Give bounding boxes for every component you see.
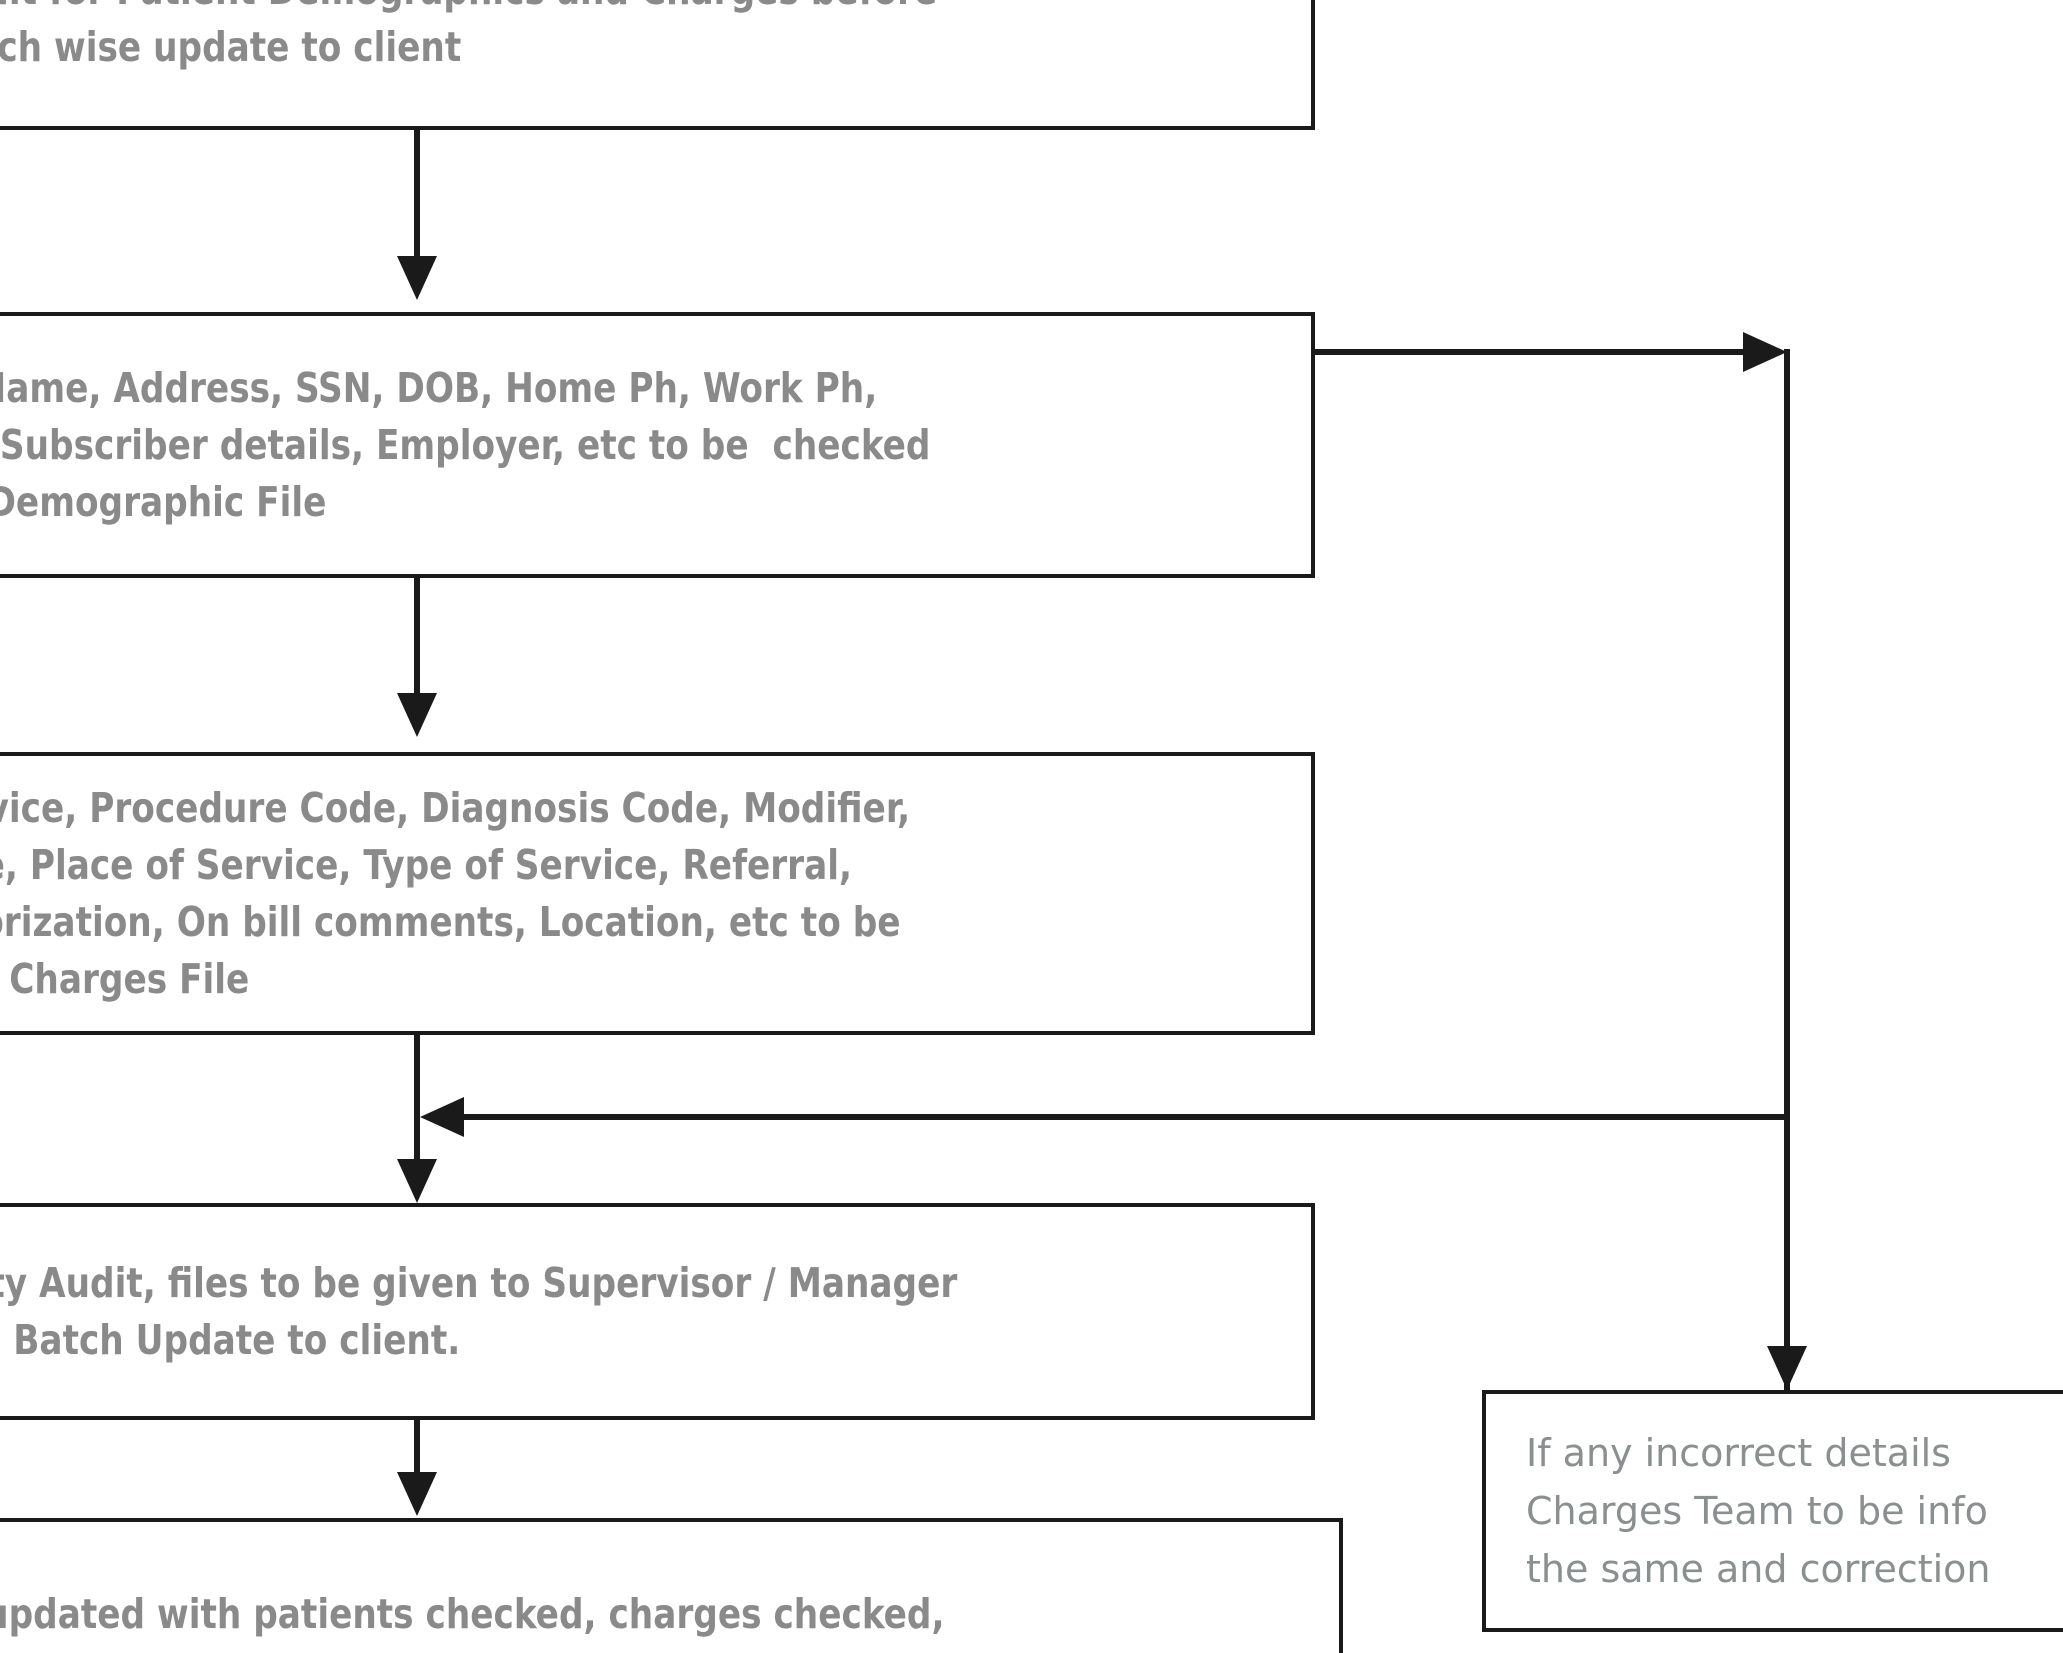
node-text-line: rection details, etc [0,1643,1213,1653]
node-text-line: e of Service, Procedure Code, Diagnosis … [0,783,911,832]
node-text-line: ality Audit for Patient Demographics and… [0,0,1187,19]
connector-incorrect-back-to-charges [462,1114,1790,1120]
flow-node-incorrect-details-notify[interactable]: If any incorrect details Charges Team to… [1482,1390,2063,1632]
connector-right-rail-down [1784,349,1790,1390]
node-text-line: If any incorrect details [1526,1431,1976,1475]
node-text-line: ding batch wise update to client [0,23,462,71]
node-text-line: ecked in Charges File [9,954,250,1003]
connector-demographic-to-right-rail [1315,349,1745,355]
arrowhead-down-charges-to-supervisor [397,1159,437,1203]
connector-demographic-to-charges [414,578,420,708]
node-text-line: g to be updated with patients checked, c… [0,1590,945,1638]
node-text-line: arantor, Subscriber details, Employer, e… [0,420,931,469]
arrowhead-left-back-to-charges [420,1097,464,1137]
arrowhead-right-demographic-to-rail [1743,332,1787,372]
node-text-line: or Authorization, On bill comments, Loca… [0,897,901,946]
connector-charges-to-supervisor [414,1035,420,1175]
connector-intro-to-demographic [414,130,420,270]
arrowhead-down-demographic-to-charges [397,693,437,737]
node-text-line: Charges Team to be info [1526,1489,1988,1533]
arrowhead-down-intro-to-demographic [397,256,437,300]
node-text-line: the same and correction [1526,1547,1991,1591]
connector-supervisor-to-log [414,1420,420,1482]
flow-node-charges-file-check[interactable]: e of Service, Procedure Code, Diagnosis … [0,752,1315,1035]
node-text-line: Patient Demographic File [0,477,327,526]
flow-node-log-update[interactable]: g to be updated with patients checked, c… [0,1518,1343,1653]
flow-node-quality-audit-intro[interactable]: ality Audit for Patient Demographics and… [0,0,1315,130]
node-text-line: er Quality Audit, files to be given to S… [0,1258,958,1307]
node-text-line: sending Batch Update to client. [0,1315,461,1364]
flow-node-patient-demographic-check[interactable]: ient #, Name, Address, SSN, DOB, Home Ph… [0,312,1315,578]
arrowhead-down-rail-to-incorrect [1767,1346,1807,1390]
node-text-line: ts, Value, Place of Service, Type of Ser… [0,840,853,889]
arrowhead-down-supervisor-to-log [397,1472,437,1516]
flow-node-supervisor-handoff[interactable]: er Quality Audit, files to be given to S… [0,1203,1315,1420]
node-text-line: ient #, Name, Address, SSN, DOB, Home Ph… [0,363,878,412]
